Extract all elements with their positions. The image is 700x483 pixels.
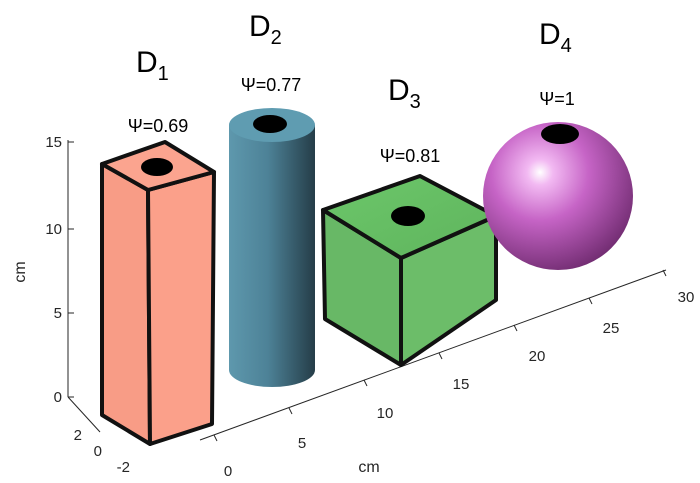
d4-hole-icon <box>541 124 579 144</box>
d1-right-face <box>146 170 216 446</box>
d4-psi-label: Ψ=1 <box>539 89 575 109</box>
y-tick-label: 0 <box>94 443 102 460</box>
d3-label: D3 <box>388 74 421 113</box>
x-tick-label: 25 <box>603 320 620 337</box>
x-tick-mark <box>662 269 667 277</box>
x-tick-mark <box>513 324 518 332</box>
d4-label: D4 <box>539 18 572 57</box>
d1-label: D1 <box>136 46 169 85</box>
x-tick-mark <box>438 352 443 360</box>
d4-body <box>483 122 633 270</box>
x-tick-label: 5 <box>298 435 306 452</box>
y-axis-line <box>67 396 101 433</box>
z-tick-label: 10 <box>45 221 62 238</box>
d3-cube <box>321 174 498 367</box>
z-axis-label: cm <box>12 261 29 282</box>
d1-prism <box>100 140 216 446</box>
x-axis-line <box>199 269 667 441</box>
axes <box>67 140 667 442</box>
x-tick-mark <box>588 297 593 305</box>
x-tick-label: 30 <box>678 289 695 306</box>
d1-hole-icon <box>141 158 173 176</box>
d2-psi-label: Ψ=0.77 <box>241 75 302 95</box>
d2-cylinder <box>229 108 315 387</box>
x-tick-mark <box>288 407 293 415</box>
d2-body <box>229 125 315 387</box>
y-tick-label: -2 <box>117 459 130 476</box>
d4-sphere <box>483 122 633 270</box>
d1-left-face <box>100 162 152 446</box>
x-tick-label: 20 <box>529 348 546 365</box>
z-tick-label: 15 <box>45 134 62 151</box>
d2-hole-icon <box>253 115 287 133</box>
d2-label: D2 <box>249 10 282 49</box>
x-tick-label: 0 <box>224 463 232 480</box>
d1-psi-label: Ψ=0.69 <box>128 116 189 136</box>
x-tick-mark <box>363 379 368 387</box>
y-tick-label: 2 <box>74 427 82 444</box>
z-tick-label: 0 <box>54 389 62 406</box>
z-tick-label: 5 <box>54 305 62 322</box>
d3-psi-label: Ψ=0.81 <box>380 146 441 166</box>
x-tick-mark <box>213 434 218 442</box>
x-axis-label: cm <box>358 459 379 476</box>
x-tick-label: 15 <box>453 376 470 393</box>
d3-hole-icon <box>391 206 425 226</box>
x-tick-label: 10 <box>377 405 394 422</box>
